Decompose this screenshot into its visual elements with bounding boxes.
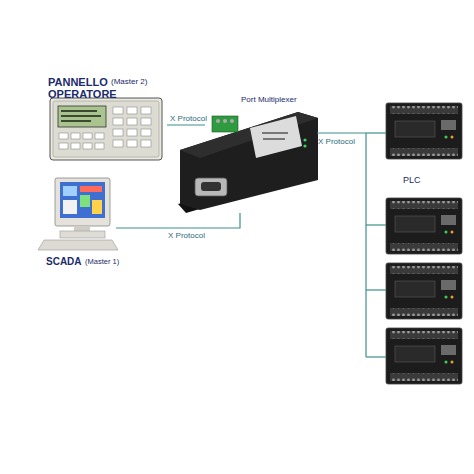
node-title: PLC <box>403 176 421 186</box>
node-title: SCADA <box>46 256 82 267</box>
protocol-link <box>116 213 240 228</box>
multiplexer-box: Port Multiplexer <box>205 96 317 213</box>
node-title: Port Multiplexer <box>241 96 297 105</box>
scada-computer <box>38 178 118 250</box>
bus-wires <box>366 133 386 357</box>
node-subtitle: (Master 1) <box>85 258 119 266</box>
edge-label: X Protocol <box>170 114 207 123</box>
edge-label: X Protocol <box>168 231 205 240</box>
node-title: PANNELLO OPERATORE <box>48 76 122 100</box>
protocol-link <box>317 132 366 133</box>
node-subtitle: (Master 2) <box>111 78 147 87</box>
operator-panel: PANNELLO OPERATORE(Master 2) <box>45 72 167 164</box>
plc-group: PLC <box>366 100 466 390</box>
protocol-link <box>167 124 205 125</box>
operator-panel-device <box>50 98 162 160</box>
scada-station: SCADA(Master 1) <box>40 176 116 272</box>
multiplexer-device <box>178 112 318 213</box>
plc-units <box>386 103 462 384</box>
edge-label: X Protocol <box>318 137 355 146</box>
